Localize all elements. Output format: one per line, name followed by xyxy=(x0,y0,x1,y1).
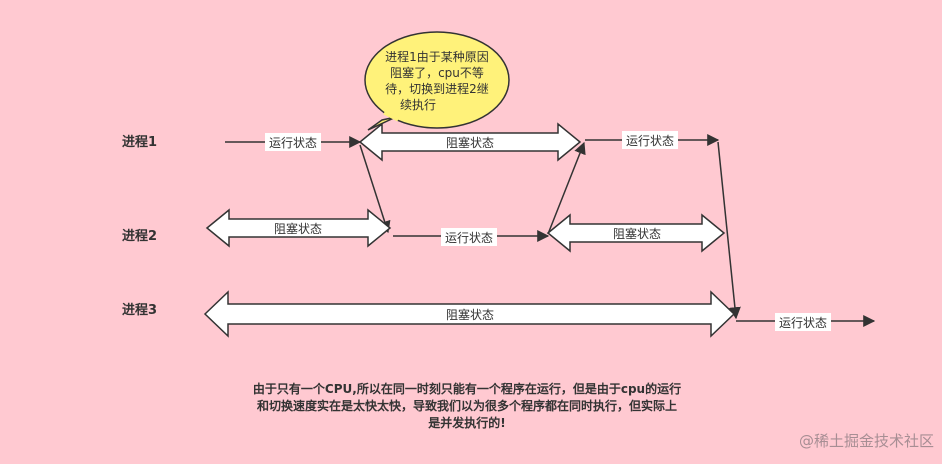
watermark: @稀土掘金技术社区 xyxy=(799,432,934,450)
switch-p2-to-p1 xyxy=(547,141,586,235)
switch-p1-to-p3 xyxy=(717,141,741,320)
p2-blocked-block-arrow-1 xyxy=(205,208,392,248)
p1-running-label-1: 运行状态 xyxy=(269,136,317,150)
switch-p1-to-p2 xyxy=(359,144,391,234)
callout-line-4: 续执行 xyxy=(400,98,436,112)
p1-running-label-bg-2 xyxy=(622,131,678,149)
p1-blocked-label: 阻塞状态 xyxy=(446,135,494,150)
p2-running-label: 运行状态 xyxy=(445,231,493,245)
caption-line-1: 由于只有一个CPU,所以在同一时刻只能有一个程序在运行，但是由于cpu的运行 xyxy=(253,381,681,396)
p1-running-label-2: 运行状态 xyxy=(626,134,674,148)
caption-line-3: 是并发执行的! xyxy=(427,415,505,430)
process-1-label: 进程1 xyxy=(122,135,157,150)
process-2-label: 进程2 xyxy=(122,229,157,244)
callout-line-2: 阻塞了，cpu不等 xyxy=(390,65,484,80)
process-3-label: 进程3 xyxy=(122,303,157,318)
p2-blocked-block-arrow-2 xyxy=(546,213,726,253)
p2-blocked-label-1: 阻塞状态 xyxy=(274,221,322,236)
p3-running-label: 运行状态 xyxy=(779,316,827,330)
caption-line-2: 和切换速度实在是太快太快，导致我们以为很多个程序都在同时执行，但实际上 xyxy=(256,398,677,413)
p3-blocked-block-arrow xyxy=(203,290,736,338)
callout-line-3: 待，切换到进程2继 xyxy=(385,81,489,96)
callout-bubble: 进程1由于某种原因 阻塞了，cpu不等 待，切换到进程2继 续执行 xyxy=(364,31,510,131)
p3-running-label-bg xyxy=(775,313,831,331)
p1-running-label-bg xyxy=(265,133,321,151)
p2-running-label-bg xyxy=(441,228,497,246)
callout-line-1: 进程1由于某种原因 xyxy=(385,49,489,64)
p2-blocked-label-2: 阻塞状态 xyxy=(613,226,661,241)
p3-blocked-label: 阻塞状态 xyxy=(446,307,494,322)
